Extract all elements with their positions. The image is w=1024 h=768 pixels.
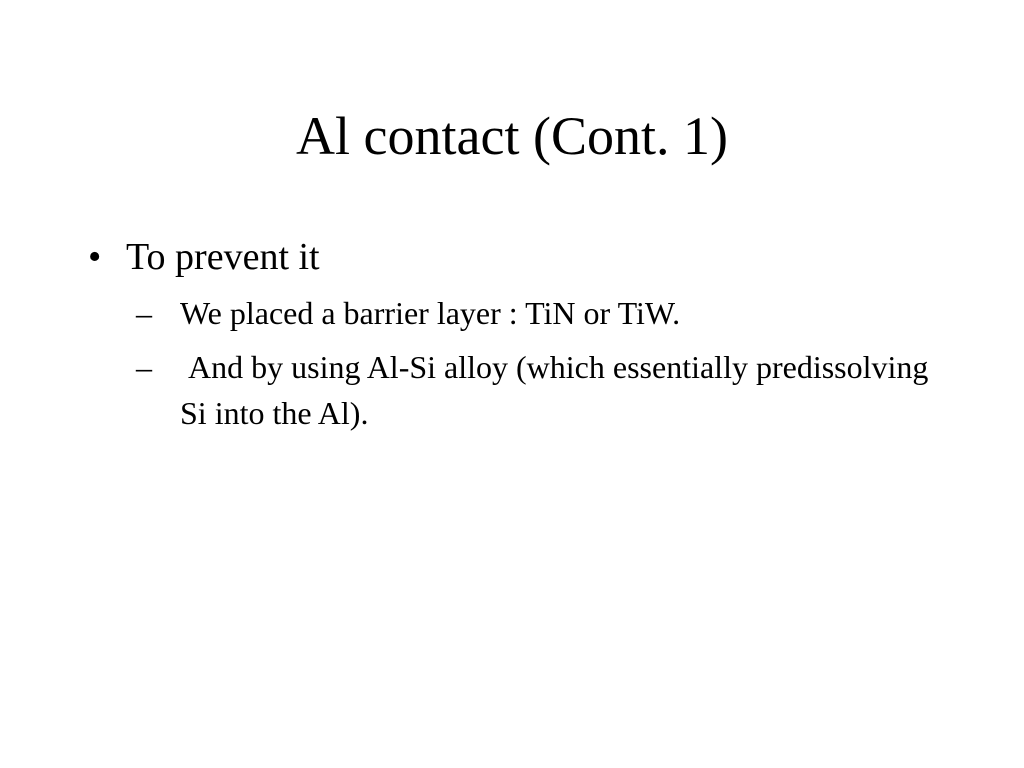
dash-marker: – <box>136 295 152 331</box>
slide-title: Al contact (Cont. 1) <box>296 106 728 166</box>
dash-marker: – <box>136 349 152 385</box>
bullet-list: • To prevent it – We placed a barrier la… <box>88 232 948 442</box>
bullet-marker: • <box>88 236 102 278</box>
bullet-item: • To prevent it – We placed a barrier la… <box>88 232 948 436</box>
sub-item-alsi-alloy: – And by using Al-Si alloy (which essent… <box>136 344 948 436</box>
bullet-text: To prevent it <box>126 236 320 278</box>
sub-item-barrier-layer: – We placed a barrier layer : TiN or TiW… <box>136 290 948 336</box>
sub-list: – We placed a barrier layer : TiN or TiW… <box>126 290 948 436</box>
sub-item-text: We placed a barrier layer : TiN or TiW. <box>180 295 681 331</box>
sub-item-text: And by using Al-Si alloy (which essentia… <box>180 349 937 431</box>
